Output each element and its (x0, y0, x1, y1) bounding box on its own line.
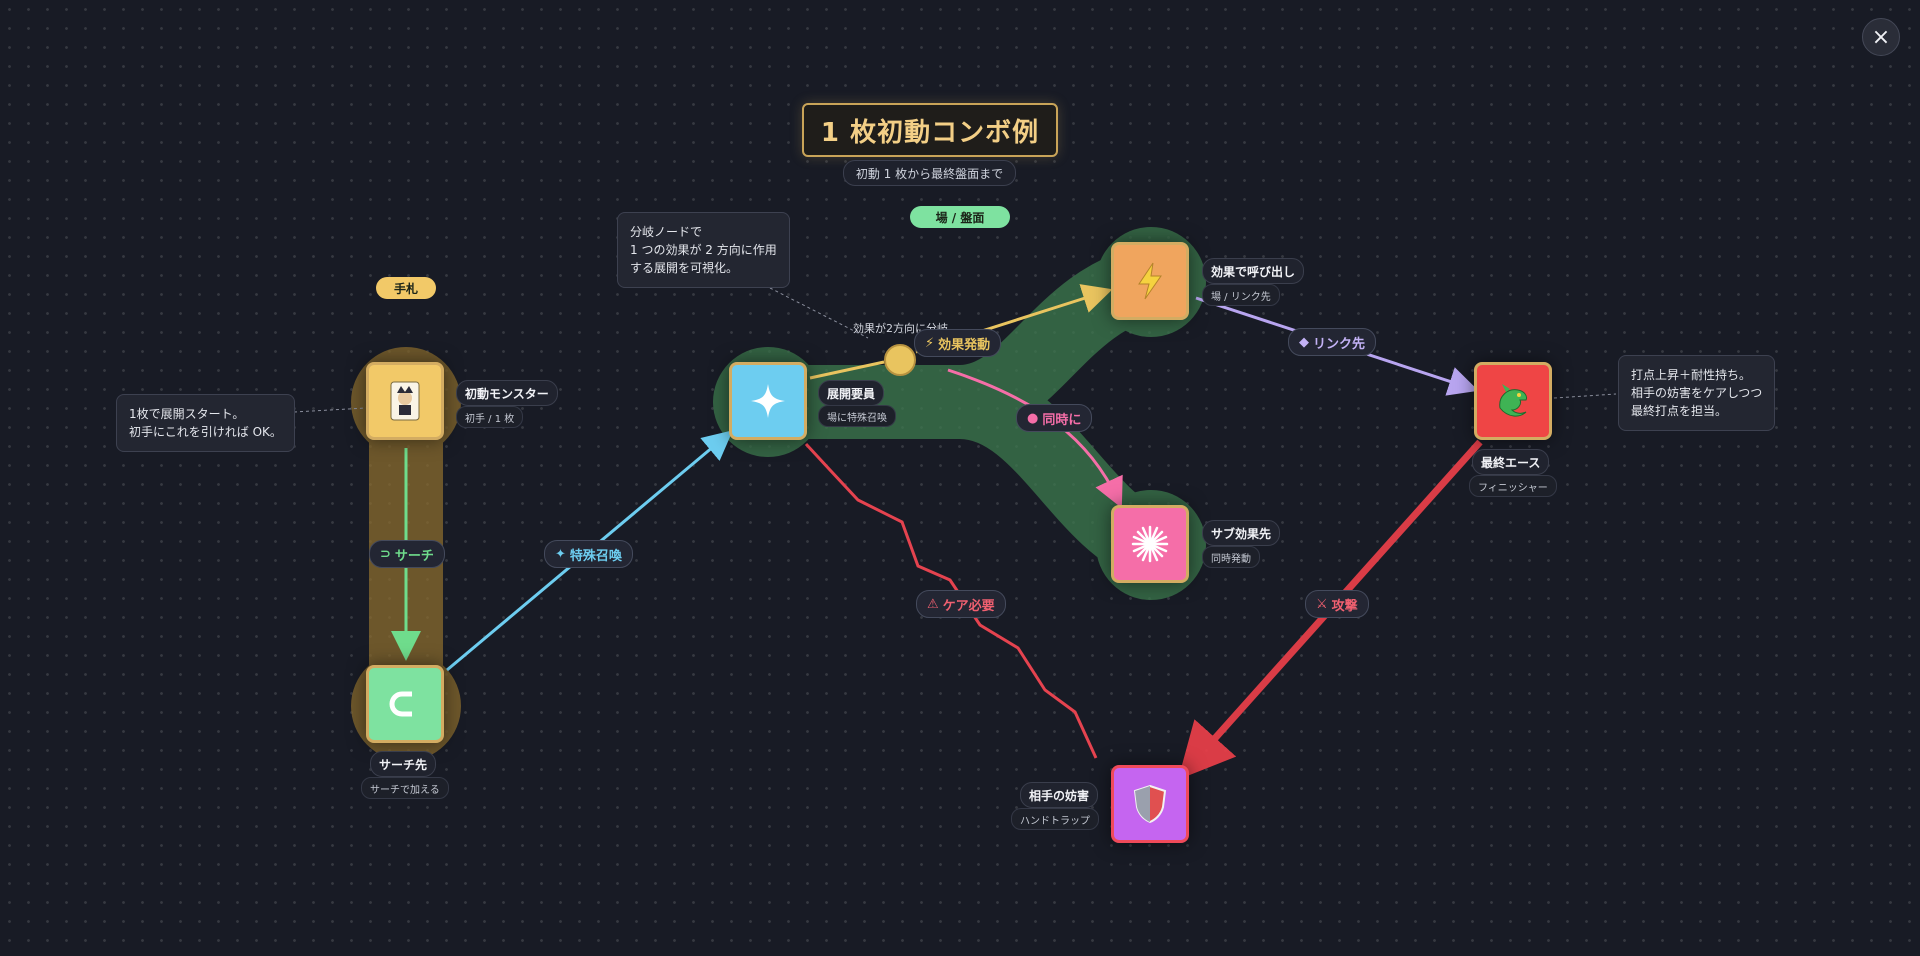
ace-sub: フィニッシャー (1469, 475, 1557, 497)
ace-label: 最終エース (1472, 449, 1550, 475)
summon-sub: 場 / リンク先 (1202, 284, 1280, 306)
edge-label-attack[interactable]: ⚔ 攻撃 (1305, 590, 1369, 618)
edge-label-attack-text: 攻撃 (1331, 598, 1358, 614)
joker-card-icon (390, 381, 420, 421)
edge-label-special-summon-text: 特殊召喚 (569, 548, 622, 564)
node-starter[interactable] (366, 362, 444, 440)
edge-label-link-text: リンク先 (1313, 336, 1366, 352)
magnet-icon (389, 691, 412, 717)
interrupt-sub: ハンドトラップ (1011, 808, 1099, 830)
dot-glyph-icon: ● (1027, 410, 1039, 426)
note-branch: 分岐ノードで 1 つの効果が 2 方向に作用 する展開を可視化。 (617, 212, 790, 288)
node-interrupt[interactable] (1111, 765, 1189, 843)
note-ace-line-1: 打点上昇＋耐性持ち。 (1631, 368, 1752, 382)
note-ace: 打点上昇＋耐性持ち。 相手の妨害をケアしつつ 最終打点を担当。 (1618, 355, 1776, 431)
page-title: 1 枚初動コンボ例 (802, 103, 1058, 157)
dragon-icon (1499, 384, 1527, 417)
sparkle-glyph-icon: ✦ (555, 546, 566, 562)
search-node-sub: サーチで加える (361, 777, 449, 799)
edge-label-care[interactable]: ⚠ ケア必要 (916, 590, 1006, 618)
extender-label: 展開要員 (818, 380, 885, 406)
note-start-pointer (293, 407, 367, 413)
care-edge (804, 442, 1098, 759)
edge-label-link[interactable]: ◆ リンク先 (1288, 328, 1377, 356)
close-button[interactable]: × (1862, 18, 1900, 56)
note-branch-line-1: 分岐ノードで (630, 225, 703, 239)
sub-effect-sub: 同時発動 (1202, 546, 1260, 568)
starter-label: 初動モンスター (456, 380, 558, 406)
edge-label-simultaneous-text: 同時に (1042, 412, 1082, 428)
note-branch-pointer (769, 287, 869, 339)
sparkle-icon (751, 384, 785, 418)
note-start-line-2: 初手にこれを引ければ OK。 (129, 425, 282, 439)
field-zone-label: 場 / 盤面 (910, 206, 1010, 228)
node-summon[interactable] (1111, 242, 1189, 320)
burst-icon (1131, 525, 1169, 563)
edge-label-search-text: サーチ (394, 548, 434, 564)
edge-label-care-text: ケア必要 (942, 598, 995, 614)
edge-label-effect[interactable]: ⚡ 効果発動 (914, 329, 1002, 357)
node-extender[interactable] (729, 362, 807, 440)
page-subtitle: 初動 1 枚から最終盤面まで (843, 160, 1016, 186)
search-node-label: サーチ先 (370, 751, 437, 777)
shield-icon (1133, 784, 1167, 824)
note-branch-line-3: する展開を可視化。 (630, 261, 739, 275)
edge-label-special-summon[interactable]: ✦ 特殊召喚 (544, 540, 633, 568)
search-glyph-icon: ⊃ (380, 546, 391, 562)
edge-label-effect-text: 効果発動 (938, 337, 991, 353)
note-start-line-1: 1枚で展開スタート。 (129, 407, 245, 421)
lightning-glyph-icon: ⚡ (925, 335, 935, 351)
diamond-glyph-icon: ◆ (1299, 334, 1309, 350)
interrupt-label: 相手の妨害 (1020, 782, 1099, 808)
edge-label-simultaneous[interactable]: ● 同時に (1016, 404, 1093, 432)
sword-glyph-icon: ⚔ (1316, 596, 1328, 612)
close-icon: × (1871, 24, 1891, 50)
node-sub-effect[interactable] (1111, 505, 1189, 583)
branch-junction[interactable] (884, 344, 916, 376)
note-ace-line-2: 相手の妨害をケアしつつ (1631, 386, 1763, 400)
summon-label: 効果で呼び出し (1202, 258, 1305, 284)
note-branch-line-2: 1 つの効果が 2 方向に作用 (630, 243, 777, 257)
extender-sub: 場に特殊召喚 (818, 405, 896, 427)
hand-zone-label: 手札 (376, 277, 436, 299)
edge-label-search[interactable]: ⊃ サーチ (369, 540, 445, 568)
node-ace[interactable] (1474, 362, 1552, 440)
sub-effect-label: サブ効果先 (1202, 520, 1281, 546)
note-start: 1枚で展開スタート。 初手にこれを引ければ OK。 (116, 394, 295, 452)
extender-junction-edge (809, 360, 885, 380)
node-search[interactable] (366, 665, 444, 743)
note-ace-line-3: 最終打点を担当。 (1631, 404, 1728, 418)
warning-glyph-icon: ⚠ (927, 596, 939, 612)
lightning-icon (1138, 262, 1162, 300)
starter-sub: 初手 / 1 枚 (456, 406, 524, 428)
